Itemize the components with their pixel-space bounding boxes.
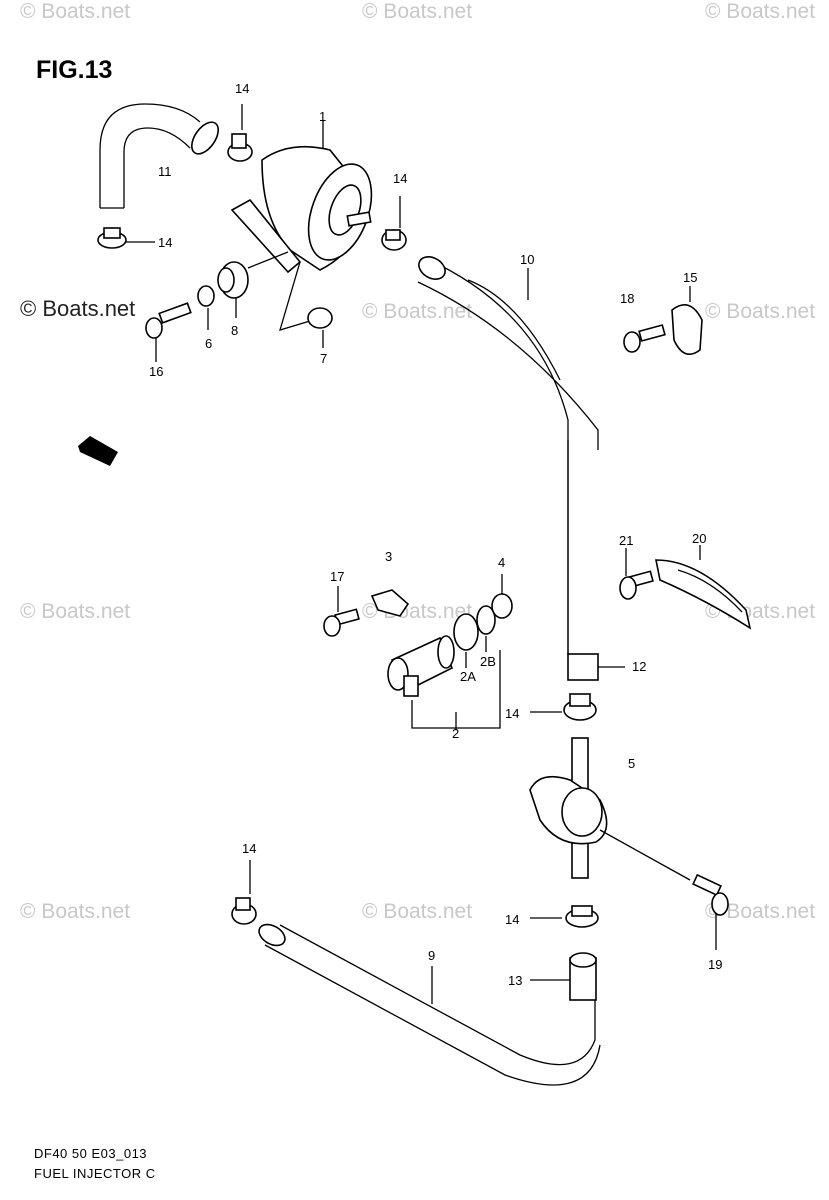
figure-code: DF40 50 E03_013 xyxy=(34,1146,148,1161)
fuel-injector-2 xyxy=(387,635,501,730)
washer-6 xyxy=(197,285,215,330)
figure-caption: FUEL INJECTOR C xyxy=(34,1166,156,1181)
bolt-19 xyxy=(692,873,729,950)
bolt-21 xyxy=(619,548,654,600)
callout-label: 8 xyxy=(231,323,238,338)
hose-13 xyxy=(530,952,597,1001)
callout-label: 14 xyxy=(235,81,249,96)
watermark: © Boats.net xyxy=(20,0,130,23)
callout-label: 4 xyxy=(498,555,505,570)
callout-label: 6 xyxy=(205,336,212,351)
callout-label: 2A xyxy=(460,669,476,684)
clamp-14 xyxy=(381,196,407,251)
callout-label: 15 xyxy=(683,270,697,285)
callout-label: 1 xyxy=(319,109,326,124)
watermark: © Boats.net xyxy=(705,900,815,923)
callout-label: 19 xyxy=(708,957,722,972)
callout-label: 10 xyxy=(520,252,534,267)
bolt-17 xyxy=(323,586,360,637)
hose-12 xyxy=(567,653,625,681)
watermark: © Boats.net xyxy=(362,0,472,23)
callout-label: 14 xyxy=(242,841,256,856)
clamp-14 xyxy=(97,227,155,249)
callout-label: 11 xyxy=(158,164,172,179)
callout-label: 14 xyxy=(158,235,172,250)
hose-9 xyxy=(258,923,601,1086)
callout-label: 2 xyxy=(452,726,459,741)
callout-label: 5 xyxy=(628,756,635,771)
plate-3 xyxy=(370,589,410,617)
o-ring-2b xyxy=(476,605,496,652)
watermark: © Boats.net xyxy=(362,900,472,923)
fuel-filter-housing xyxy=(230,120,373,274)
watermark: © Boats.net xyxy=(705,0,815,23)
callout-label: 21 xyxy=(619,533,633,548)
watermark: © Boats.net xyxy=(20,296,136,321)
clamp-14 xyxy=(227,104,253,162)
callout-label: 13 xyxy=(508,973,522,988)
callout-label: 2B xyxy=(480,654,496,669)
forward-arrow-icon xyxy=(78,436,118,466)
fuel-fitting-5 xyxy=(529,737,691,881)
watermark-layer: © Boats.net © Boats.net © Boats.net © Bo… xyxy=(20,0,815,923)
callout-label: 14 xyxy=(393,171,407,186)
bolt-16 xyxy=(145,302,192,362)
callout-label: 20 xyxy=(692,531,706,546)
callout-label: 3 xyxy=(385,549,392,564)
hose-10 xyxy=(417,256,599,655)
callout-label: 7 xyxy=(320,351,327,366)
figure-title: FIG.13 xyxy=(36,56,113,84)
seal-4 xyxy=(491,574,513,619)
callout-label: 16 xyxy=(149,364,163,379)
hose-11 xyxy=(99,103,219,209)
bracket-20 xyxy=(655,545,752,630)
callout-label: 18 xyxy=(620,291,634,306)
callout-label: 9 xyxy=(428,948,435,963)
part-7 xyxy=(279,261,333,348)
callout-label: 14 xyxy=(505,912,519,927)
callout-labels: 1 2 2A 2B 3 4 5 6 7 8 9 10 11 12 13 14 1… xyxy=(149,81,722,988)
grommet-8 xyxy=(217,251,289,318)
callout-label: 17 xyxy=(330,569,344,584)
clamp-14 xyxy=(530,905,599,928)
watermark: © Boats.net xyxy=(20,900,130,923)
callout-label: 14 xyxy=(505,706,519,721)
o-ring-2a xyxy=(453,613,479,668)
watermark: © Boats.net xyxy=(20,600,130,623)
callout-label: 12 xyxy=(632,659,646,674)
clamp-14 xyxy=(530,693,597,721)
clamp-14 xyxy=(231,860,257,925)
watermark: © Boats.net xyxy=(705,300,815,323)
clamp-15 xyxy=(671,286,703,356)
watermark: © Boats.net xyxy=(362,300,472,323)
bolt-18 xyxy=(623,324,666,353)
